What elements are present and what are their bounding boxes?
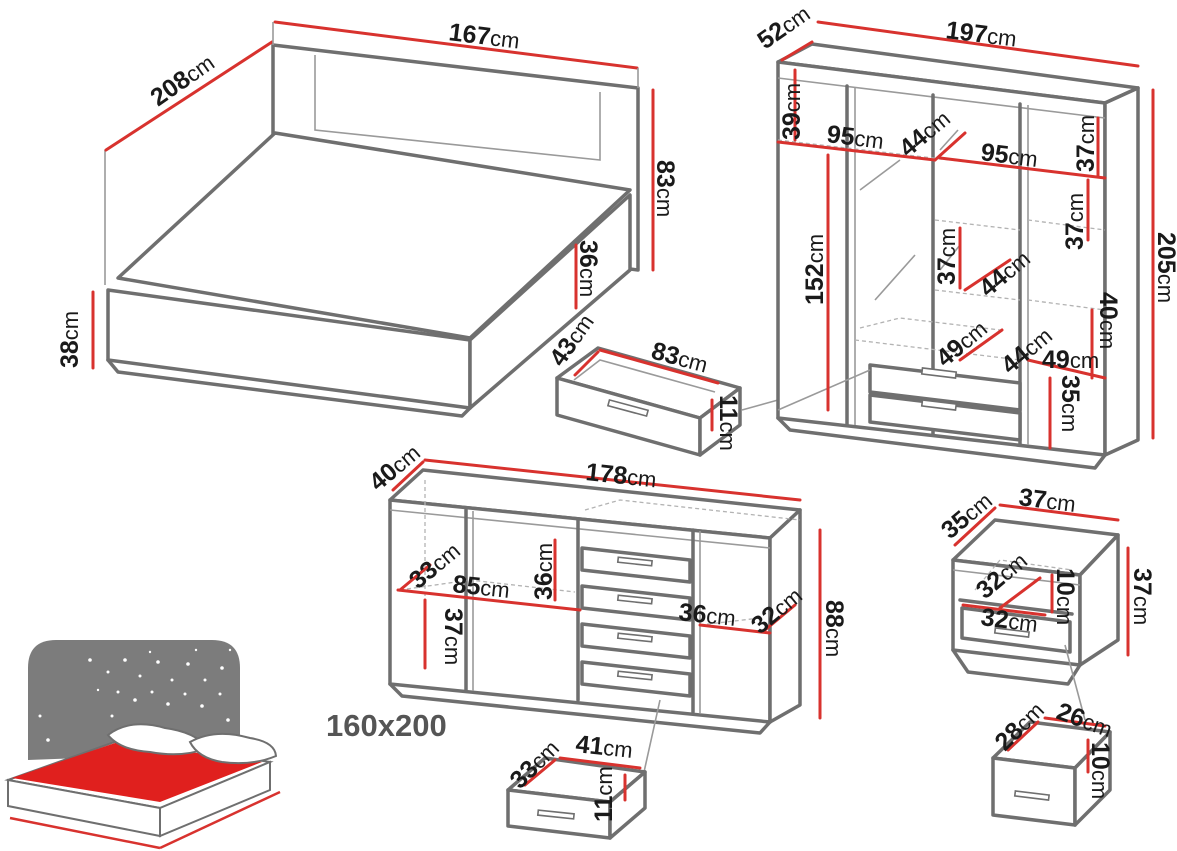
nightstand-width-label: 37cm xyxy=(1017,483,1077,518)
wardrobe-shelf-height-a-label: 37cm xyxy=(933,228,961,285)
wardrobe-top-left-width-label: 95cm xyxy=(825,120,885,155)
sideboard-right-width-label: 36cm xyxy=(677,598,737,632)
wardrobe-shelf-height-b-label: 37cm xyxy=(1061,193,1089,250)
bed-width-label: 167cm xyxy=(447,18,521,54)
bed-frame-height-label: 38cm xyxy=(56,311,84,368)
sideboard-drawer-height-label: 11cm xyxy=(590,766,618,822)
sideboard-drawer-drawing xyxy=(506,756,647,840)
wardrobe-shelf-height-c-label: 40cm xyxy=(1094,292,1122,349)
nightstand-inner-height-label: 10cm xyxy=(1051,568,1079,625)
nightstand-drawer-drawing xyxy=(991,716,1112,827)
bed-headboard-height-label: 83cm xyxy=(651,160,679,217)
wardrobe-top-left-height-label: 39cm xyxy=(778,83,806,140)
sideboard-width-label: 178cm xyxy=(584,458,658,493)
wardrobe-width-label: 197cm xyxy=(944,16,1018,52)
wardrobe-drawer-height-label: 35cm xyxy=(1056,375,1084,432)
bed-drawer-drawing xyxy=(555,346,779,457)
sideboard-left-width-label: 85cm xyxy=(451,570,511,604)
bed-drawing xyxy=(91,20,655,418)
nightstand-drawing xyxy=(951,503,1130,721)
mattress-size-label: 160x200 xyxy=(326,708,447,743)
wardrobe-lower-right-width-label: 49cm xyxy=(1042,346,1099,374)
wardrobe-height-label: 205cm xyxy=(1152,232,1177,303)
bed-side-height-label: 36cm xyxy=(574,240,602,297)
sideboard-drawer-width-label: 41cm xyxy=(574,730,634,764)
sideboard-lower-height-label: 37cm xyxy=(439,608,467,665)
nightstand-inner-width-label: 32cm xyxy=(979,603,1039,638)
wardrobe-drawing xyxy=(776,20,1155,470)
bed-drawer-width-label: 83cm xyxy=(648,337,710,379)
bed-length-label: 208cm xyxy=(145,48,219,112)
sideboard-upper-height-label: 36cm xyxy=(530,543,558,600)
wardrobe-hanging-height-label: 152cm xyxy=(801,234,829,305)
bed-preview-illustration xyxy=(4,640,281,850)
wardrobe-top-right-height-label: 37cm xyxy=(1072,115,1100,172)
sideboard-height-label: 88cm xyxy=(820,600,848,657)
bed-drawer-height-label: 11cm xyxy=(714,395,742,451)
nightstand-height-label: 37cm xyxy=(1128,568,1156,625)
nightstand-drawer-height-label: 10cm xyxy=(1086,742,1114,799)
sideboard-drawing xyxy=(388,458,822,791)
wardrobe-top-right-width-label: 95cm xyxy=(979,138,1039,173)
